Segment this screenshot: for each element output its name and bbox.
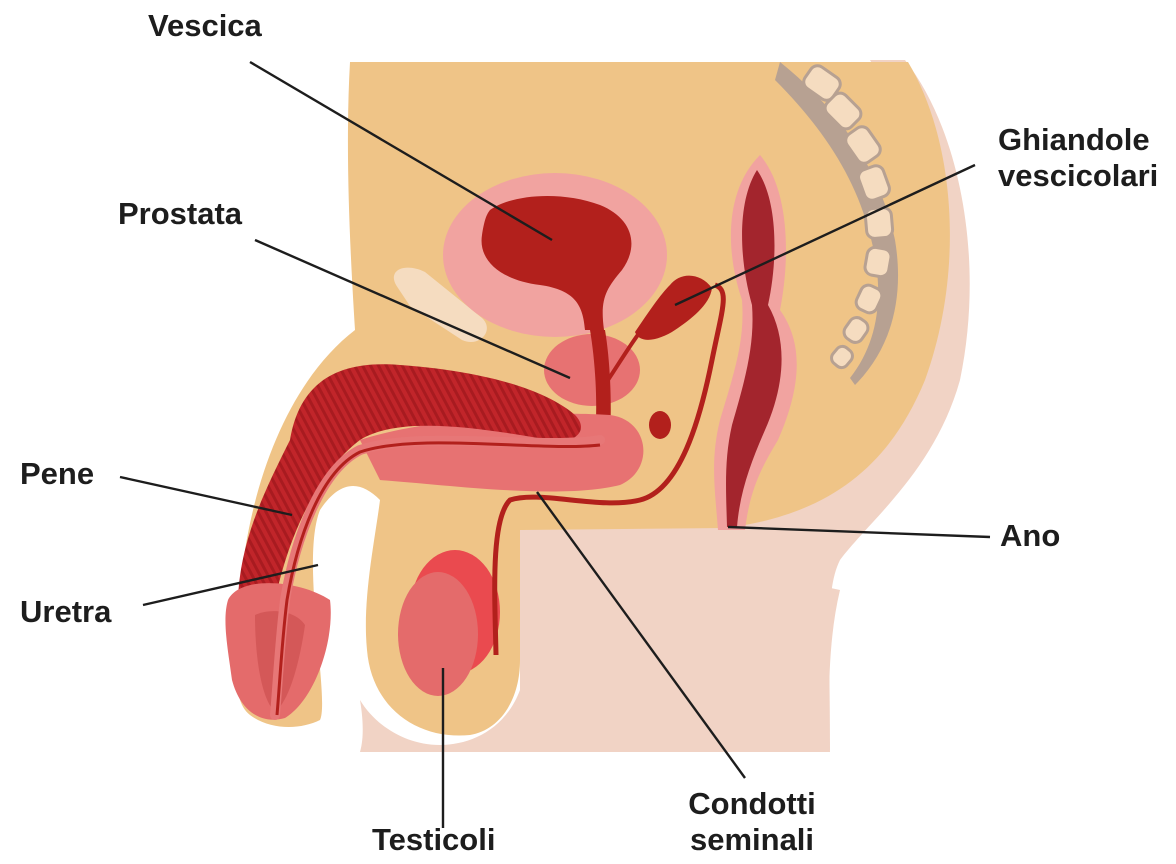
testis-front — [398, 572, 478, 696]
label-testicoli: Testicoli — [372, 822, 495, 858]
label-ghiandole-line1: Ghiandole — [998, 122, 1158, 158]
label-vescica: Vescica — [148, 8, 262, 44]
label-ano: Ano — [1000, 518, 1060, 554]
cowper-gland — [649, 411, 671, 439]
label-condotti-seminali: Condotti seminali — [680, 786, 824, 858]
label-condotti-line2: seminali — [680, 822, 824, 858]
label-ghiandole-line2: vescicolari — [998, 158, 1158, 194]
label-ghiandole-vescicolari: Ghiandole vescicolari — [998, 122, 1158, 194]
label-pene: Pene — [20, 456, 94, 492]
label-prostata: Prostata — [118, 196, 242, 232]
prostate — [544, 334, 640, 406]
label-condotti-line1: Condotti — [680, 786, 824, 822]
label-uretra: Uretra — [20, 594, 111, 630]
